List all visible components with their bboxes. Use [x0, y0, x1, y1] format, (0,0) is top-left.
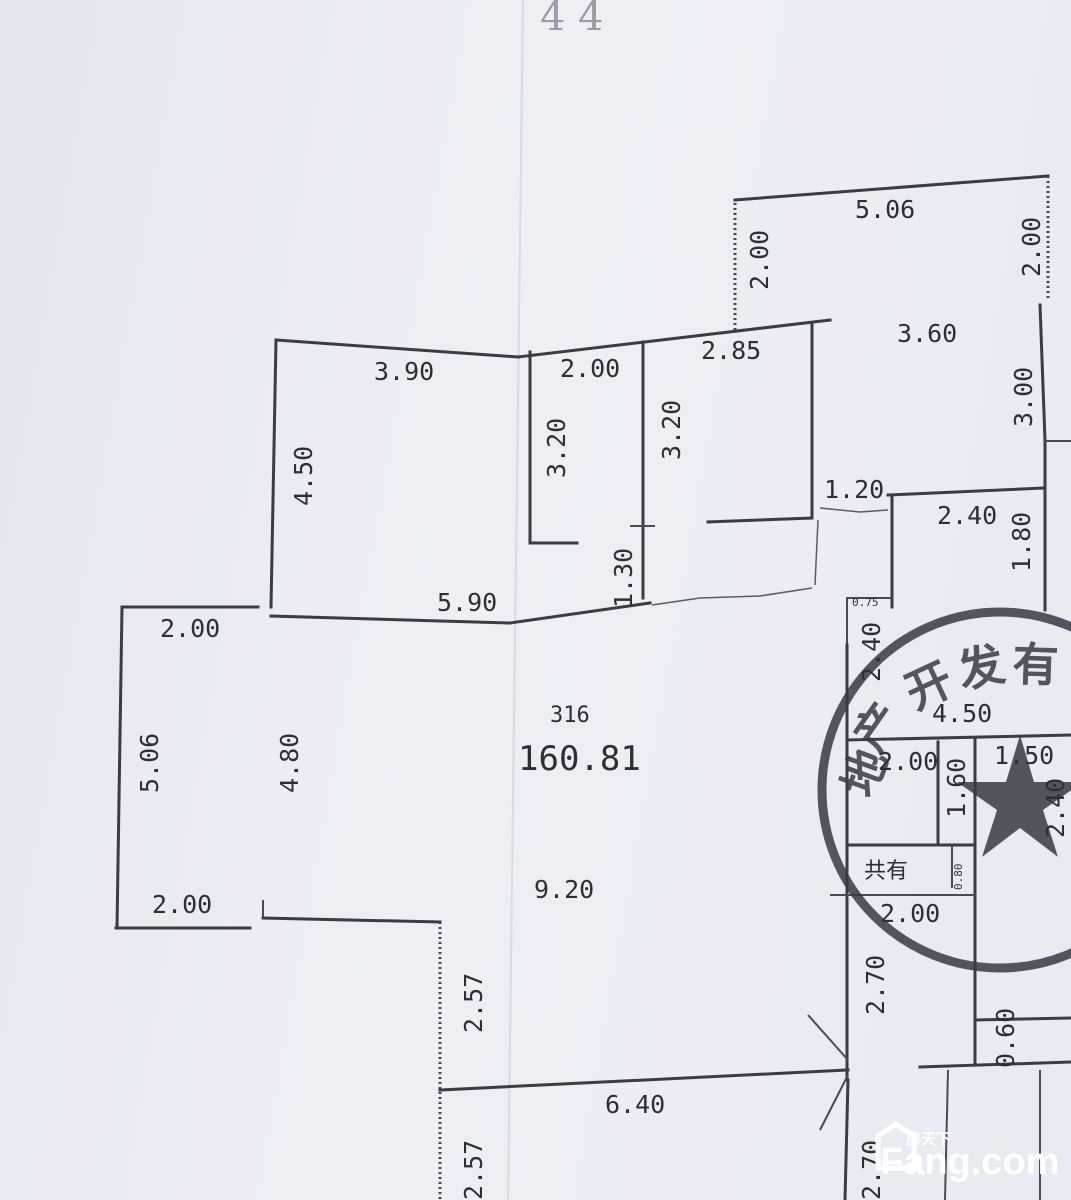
wall-bottom-right-top [973, 1016, 1071, 1022]
dim-room-c-side: 3.20 [657, 400, 686, 460]
dim-room-d-top: 3.60 [897, 319, 957, 348]
dim-left-inner: 4.80 [275, 733, 304, 793]
seal-ring [817, 607, 1071, 973]
crack-line-2 [819, 507, 889, 513]
dim-door-stub: 1.30 [609, 548, 638, 608]
handwritten-note: 4 4 [540, 0, 604, 40]
dim-shared-w: 2.00 [880, 899, 940, 928]
watermark-brand: Fang.com [880, 1141, 1059, 1183]
dim-mid-wall: 5.90 [437, 588, 497, 617]
watermark-cn: 房天下 [906, 1130, 951, 1148]
dim-room-a-side: 4.50 [289, 446, 318, 506]
paper-fold [507, 0, 524, 1200]
wall-bottom-right [918, 1060, 1071, 1069]
dim-left-top: 2.00 [160, 614, 220, 643]
dim-room-a-top: 3.90 [374, 357, 434, 386]
wall-left-outer [115, 605, 124, 930]
crack-line-3 [814, 519, 819, 586]
wall-room-bc-top [516, 318, 832, 359]
dim-star-room-w: 1.50 [994, 741, 1054, 770]
room-number: 316 [550, 703, 590, 728]
house-logo-icon [875, 1120, 917, 1171]
dim-lower-left-h: 2.57 [459, 973, 488, 1033]
wall-door-swing [807, 1014, 849, 1061]
wall-room-c-right [706, 321, 814, 524]
fang-watermark: 房天下 Fang.com [875, 1120, 1059, 1183]
wall-bottom [438, 1068, 850, 1092]
dim-top-right-left-h: 2.00 [745, 230, 774, 290]
wall-bath-top [886, 486, 1047, 497]
dim-bottom-width: 6.40 [605, 1090, 665, 1119]
dim-room-d-side: 3.00 [1009, 367, 1038, 427]
shared-label: 共有 [864, 859, 908, 884]
dim-room-b-top: 2.00 [560, 354, 620, 383]
dim-right-mid-w: 4.50 [932, 699, 992, 728]
walls [114, 174, 1071, 1200]
dim-corridor-gap: 1.20 [824, 475, 884, 504]
wall-top-right-top [733, 174, 1050, 202]
wall-room-a-left [269, 338, 278, 609]
wall-room-d-right [1038, 303, 1047, 442]
seal-char-3: 有 [1012, 637, 1060, 693]
dim-right-lower-h: 2.70 [861, 955, 890, 1015]
dim-left-bottom: 2.00 [152, 890, 212, 919]
dim-right-mid-h: 2.40 [857, 622, 886, 682]
wall-room-b [528, 350, 579, 545]
dim-top-right-width: 5.06 [855, 195, 915, 224]
dim-bath-side: 1.80 [1007, 512, 1036, 572]
dim-bottom-right-h: 0.60 [991, 1008, 1020, 1068]
dim-lower-left-h2: 2.57 [459, 1140, 488, 1200]
total-area: 160.81 [518, 739, 641, 779]
seal-star-icon [957, 735, 1071, 857]
dim-top-right-right-h: 2.00 [1017, 217, 1046, 277]
crack-line [651, 587, 813, 606]
dim-room-c-top: 2.85 [701, 336, 761, 365]
dim-star-room-h: 2.40 [1041, 778, 1070, 838]
dim-step-small: 0.75 [852, 596, 879, 609]
wall-lower-top [261, 916, 442, 924]
dimension-labels: 5.06 2.00 2.00 3.90 4.50 2.00 3.20 2.85 … [135, 195, 1070, 1200]
wall-bottom-right-v [944, 1069, 949, 1200]
dim-room-b-side: 3.20 [542, 418, 571, 478]
dim-small-room-h: 1.60 [942, 758, 971, 818]
dim-shared-h: 0.80 [952, 864, 965, 891]
wall-right-lower [843, 1078, 850, 1200]
wall-door-swing-2 [819, 1074, 849, 1131]
dim-bath-top: 2.40 [937, 501, 997, 530]
dim-left-outer: 5.06 [135, 733, 164, 793]
wall-right-row1 [845, 733, 1071, 742]
wall-room-a-top [274, 338, 520, 359]
wall-mid [269, 601, 652, 625]
dim-bottom-mid: 9.20 [534, 875, 594, 904]
seal-char-2: 发 [953, 636, 1009, 698]
dim-small-room-w: 2.00 [878, 747, 938, 776]
